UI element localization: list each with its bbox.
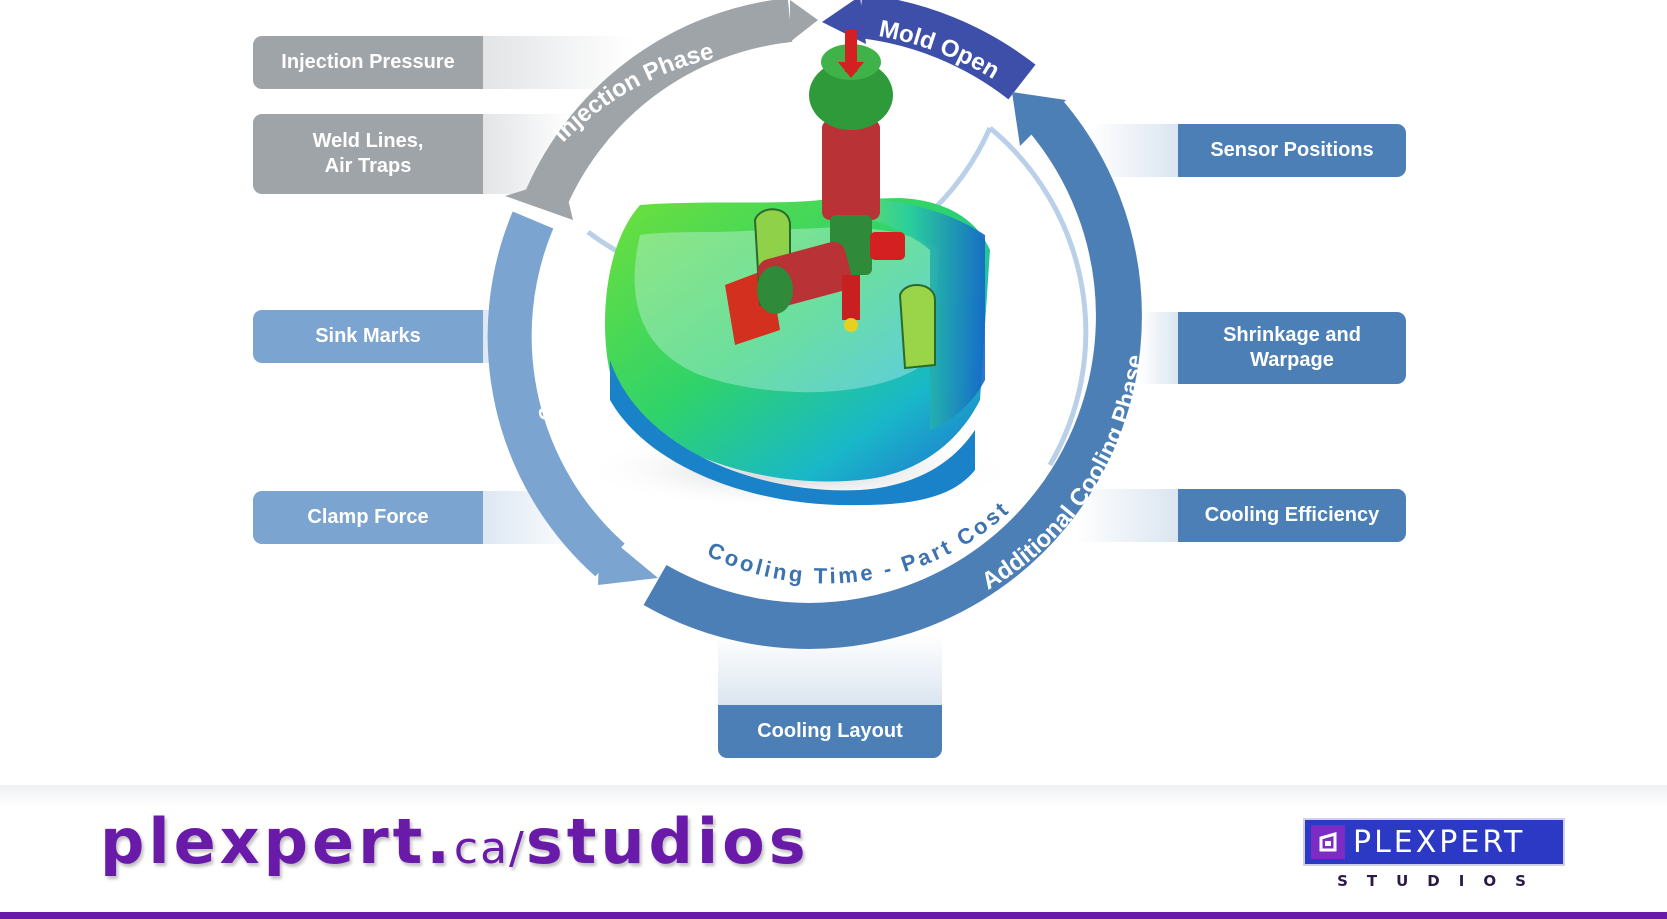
url-tld: ca/: [453, 823, 526, 874]
logo-subtitle: STUDIOS: [1337, 872, 1545, 890]
mold-simulation-part-icon: [580, 30, 1020, 510]
label-sensor-positions: Sensor Positions: [1178, 124, 1406, 177]
injection-phase-arc: [522, 0, 793, 215]
inner-cooling-time-arc-right: [988, 126, 1089, 467]
logo-banner: PLEXPERT: [1303, 818, 1565, 866]
cooling-phase-arrow-icon: [1012, 92, 1066, 146]
injection-phase-arrow-icon: [505, 178, 573, 220]
connector-cooling-efficiency: [1075, 489, 1178, 542]
label-cooling-layout: Cooling Layout: [718, 705, 942, 758]
footer: plexpert.ca/studios PLEXPERT STUDIOS: [0, 785, 1667, 919]
url-path: studios: [525, 805, 810, 878]
plexpert-logo-icon: [1311, 825, 1345, 859]
mold-open-arc: [857, 0, 1036, 100]
label-weld-lines-air-traps: Weld Lines, Air Traps: [253, 114, 483, 194]
mold-open-arrow-icon: [822, 0, 866, 44]
logo-word: PLEXPERT: [1353, 824, 1526, 860]
connector-shrinkage: [1140, 312, 1178, 384]
label-sink-marks: Sink Marks: [253, 310, 483, 363]
packing-phase-arrow-icon: [598, 530, 658, 585]
injection-phase-tail: [790, 0, 818, 42]
cycle-ring: Injection Phase Mold Open Packing Phase …: [487, 0, 1142, 649]
process-diagram: Injection Phase Mold Open Packing Phase …: [253, 0, 1406, 758]
label-injection-pressure: Injection Pressure: [253, 36, 483, 89]
injection-phase-label: Injection Phase: [548, 38, 716, 147]
packing-phase-arc: [487, 211, 625, 577]
label-clamp-force: Clamp Force: [253, 491, 483, 544]
cooling-phase-arc: [643, 100, 1142, 649]
label-shrinkage-warpage: Shrinkage and Warpage: [1178, 312, 1406, 384]
footer-url[interactable]: plexpert.ca/studios: [100, 805, 810, 878]
plexpert-studios-logo: PLEXPERT STUDIOS: [1303, 818, 1565, 898]
label-cooling-efficiency: Cooling Efficiency: [1178, 489, 1406, 542]
url-main: plexpert.: [100, 805, 454, 878]
footer-bar: [0, 912, 1667, 919]
